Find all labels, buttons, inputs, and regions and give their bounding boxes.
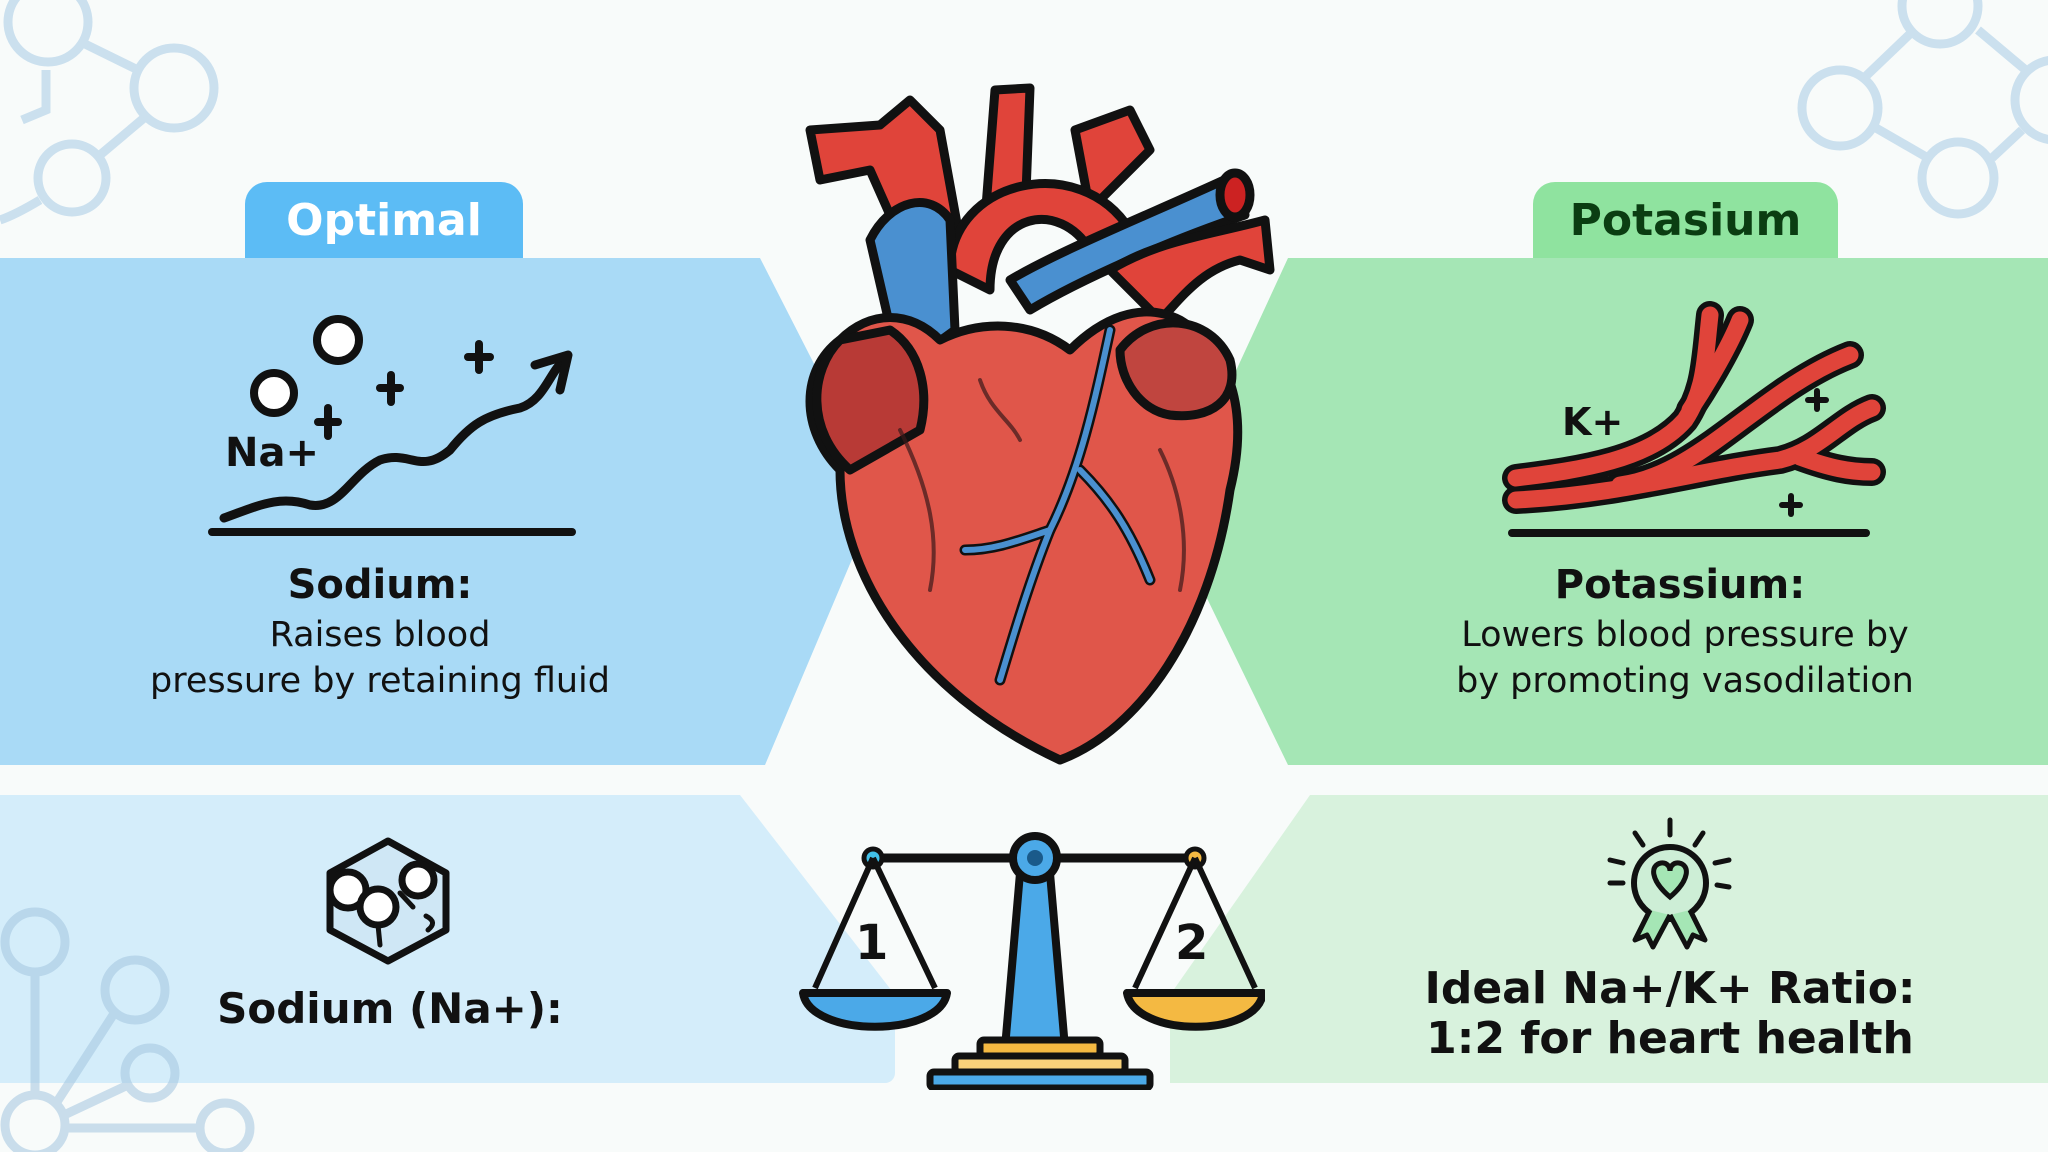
sodium-rising-pressure-icon [208,315,576,536]
tab-potasium-label: Potasium [1569,194,1802,246]
potassium-info-panel [1168,258,2048,765]
potassium-description-line1: Lowers blood pressure by [1461,615,1909,655]
sodium-summary-panel [0,795,895,1083]
sodium-heading: Sodium: [287,562,473,608]
sodium-description-line2: pressure by retaining fluid [149,661,610,701]
potassium-heading: Potassium: [1554,562,1806,608]
ideal-ratio-heading: Ideal Na+/K+ Ratio: [1424,963,1916,1014]
molecule-decoration-top-right-icon [1797,0,2048,219]
sodium-na-label: Sodium (Na+): [217,984,563,1033]
sodium-description-line1: Raises blood [269,615,491,655]
ideal-ratio-value: 1:2 for heart health [1426,1013,1914,1064]
molecule-decoration-bottom-left-icon [0,907,255,1152]
potassium-description-line2: by promoting vasodilation [1456,661,1914,701]
tab-optimal[interactable]: Optimal [245,182,523,258]
ratio-summary-panel [1170,795,2048,1083]
sodium-ion-label: Na+ [225,430,319,476]
potassium-ion-label: K+ [1562,400,1624,444]
heart-ribbon-award-icon [1607,817,1732,950]
potassium-vasodilation-vessels-icon [1502,301,1886,537]
tab-optimal-label: Optimal [286,194,482,246]
sodium-info-panel [0,258,880,765]
molecule-decoration-top-left-icon [0,0,219,225]
sodium-crystal-icon [326,837,450,965]
balance-scale-icon [799,832,1265,1090]
scale-left-value: 1 [855,915,889,971]
heart-anatomy-illustration [805,83,1275,765]
tab-potasium[interactable]: Potasium [1533,182,1838,258]
scale-right-value: 2 [1175,915,1209,971]
